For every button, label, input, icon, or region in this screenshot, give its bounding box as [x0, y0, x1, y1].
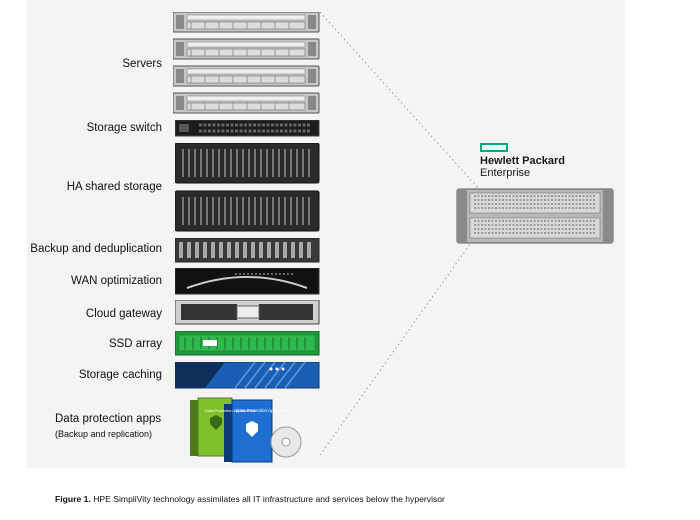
label-ha-shared-storage: HA shared storage [66, 181, 162, 193]
hpe-logo-mark [480, 143, 508, 152]
hpe-simplivity-appliance [456, 188, 614, 244]
connector-line-bottom [319, 243, 471, 456]
label-storage-switch: Storage switch [86, 122, 162, 134]
storage-caching-device [175, 362, 320, 389]
server-unit-4 [173, 92, 320, 114]
label-wan-optimization: WAN optimization [71, 275, 162, 287]
storage-unit-1 [175, 143, 320, 184]
cd-disc-icon [270, 426, 302, 458]
figure-caption-number: Figure 1. [55, 494, 91, 504]
software-box-blue [224, 399, 273, 463]
hpe-logo-line2: Enterprise [480, 167, 531, 179]
servers-stack [173, 12, 320, 114]
backup-dedup-device [175, 238, 320, 263]
wan-optimization-device [175, 268, 320, 295]
box-label-green: Data Protection Applications [205, 408, 255, 413]
server-unit-2 [173, 38, 320, 60]
label-data-protection-sub: (Backup and replication) [55, 429, 153, 439]
box-label-blue: Data Protection Applications [236, 408, 293, 413]
server-unit-3 [173, 65, 320, 87]
label-data-protection: Data protection apps [55, 413, 162, 425]
figure-caption: Figure 1. HPE SimpliVity technology assi… [55, 494, 445, 504]
ssd-array-device [175, 331, 320, 356]
server-unit-1 [173, 12, 320, 33]
hpe-logo-line1: Hewlett Packard [480, 155, 565, 167]
label-storage-caching: Storage caching [78, 369, 162, 381]
label-backup-dedup: Backup and deduplication [30, 243, 162, 255]
label-ssd-array: SSD array [108, 338, 162, 350]
figure-caption-text: HPE SimpliVity technology assimilates al… [90, 494, 445, 504]
cloud-gateway-device [175, 300, 320, 325]
storage-unit-2 [175, 190, 320, 232]
data-protection-boxes: Data Protection Applications Data Protec… [190, 397, 302, 463]
storage-switch-device [175, 120, 320, 137]
hpe-logo: Hewlett Packard Enterprise [480, 143, 565, 179]
label-servers: Servers [122, 58, 162, 70]
ha-shared-storage-device [175, 143, 320, 232]
label-cloud-gateway: Cloud gateway [85, 308, 162, 320]
connector-line-top [319, 11, 479, 189]
